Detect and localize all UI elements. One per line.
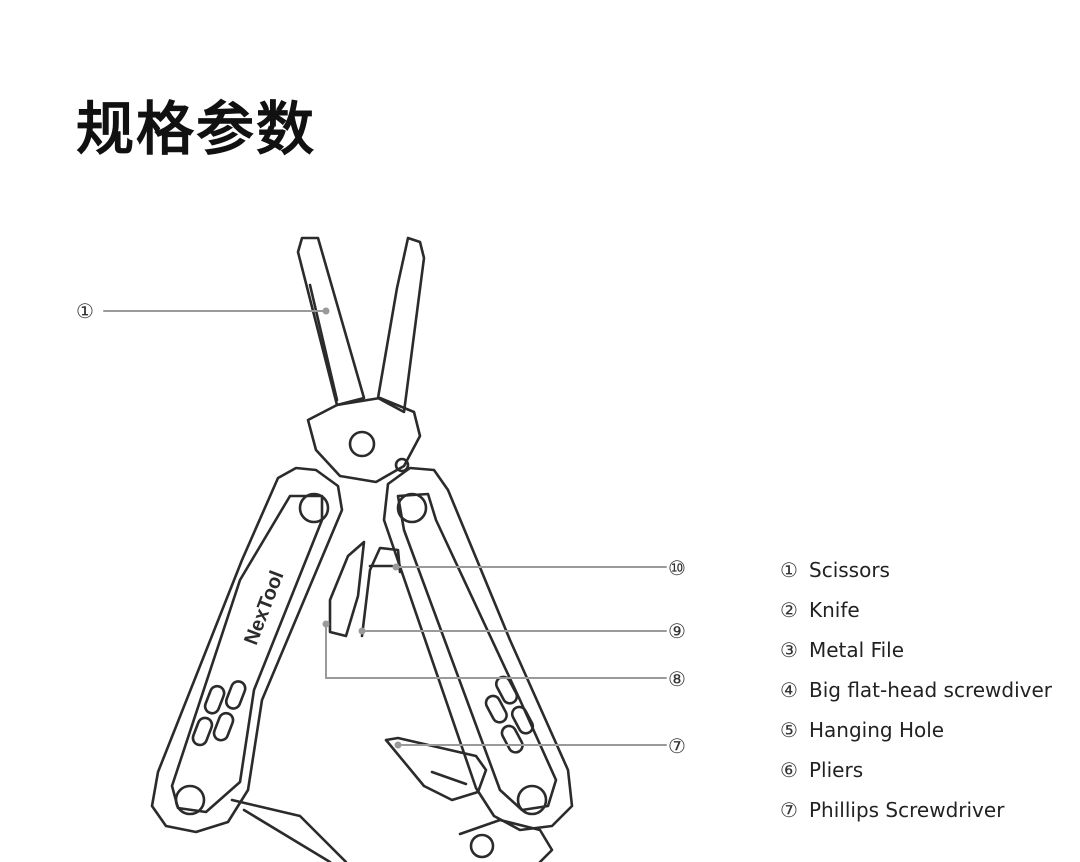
callout-10: ⑩ (668, 556, 686, 580)
page-title: 规格参数 (76, 95, 317, 163)
legend-label: Hanging Hole (809, 718, 945, 742)
right-handle-illustration (382, 466, 574, 832)
legend-number: ③ (780, 638, 798, 662)
legend-number: ⑥ (780, 758, 798, 782)
callout-1: ① (76, 299, 94, 323)
legend-number: ⑦ (780, 798, 798, 822)
legend-number: ① (780, 558, 798, 582)
brand-mark: NexTool (240, 568, 288, 648)
legend-item: ② Knife (780, 595, 1070, 625)
legend-label: Big flat-head screwdiver (809, 678, 1053, 702)
scissors-illustration (296, 236, 426, 484)
legend-item: ⑤ Hanging Hole (780, 715, 1070, 745)
legend-number: ④ (780, 678, 798, 702)
leader-lines (103, 310, 667, 746)
legend-number: ⑤ (780, 718, 798, 742)
leader-dots (322, 307, 402, 749)
legend-item: ⑦ Phillips Screwdriver (780, 795, 1070, 825)
callout-9: ⑨ (668, 619, 686, 643)
legend-label: Scissors (809, 558, 890, 582)
callout-8: ⑧ (668, 667, 686, 691)
legend-label: Knife (809, 598, 860, 622)
legend-label: Metal File (809, 638, 905, 662)
legend-label: Pliers (809, 758, 864, 782)
left-handle-illustration (150, 466, 344, 834)
legend-list: ① Scissors ② Knife ③ Metal File ④ Big flat-h… (780, 555, 1070, 835)
legend-item: ③ Metal File (780, 635, 1070, 665)
legend-item: ⑥ Pliers (780, 755, 1070, 785)
legend-label: Phillips Screwdriver (809, 798, 1005, 822)
callout-7: ⑦ (668, 734, 686, 758)
legend-item: ① Scissors (780, 555, 1070, 585)
folded-tools-illustration (230, 540, 554, 862)
legend-number: ② (780, 598, 798, 622)
legend-item: ④ Big flat-head screwdiver (780, 675, 1070, 705)
